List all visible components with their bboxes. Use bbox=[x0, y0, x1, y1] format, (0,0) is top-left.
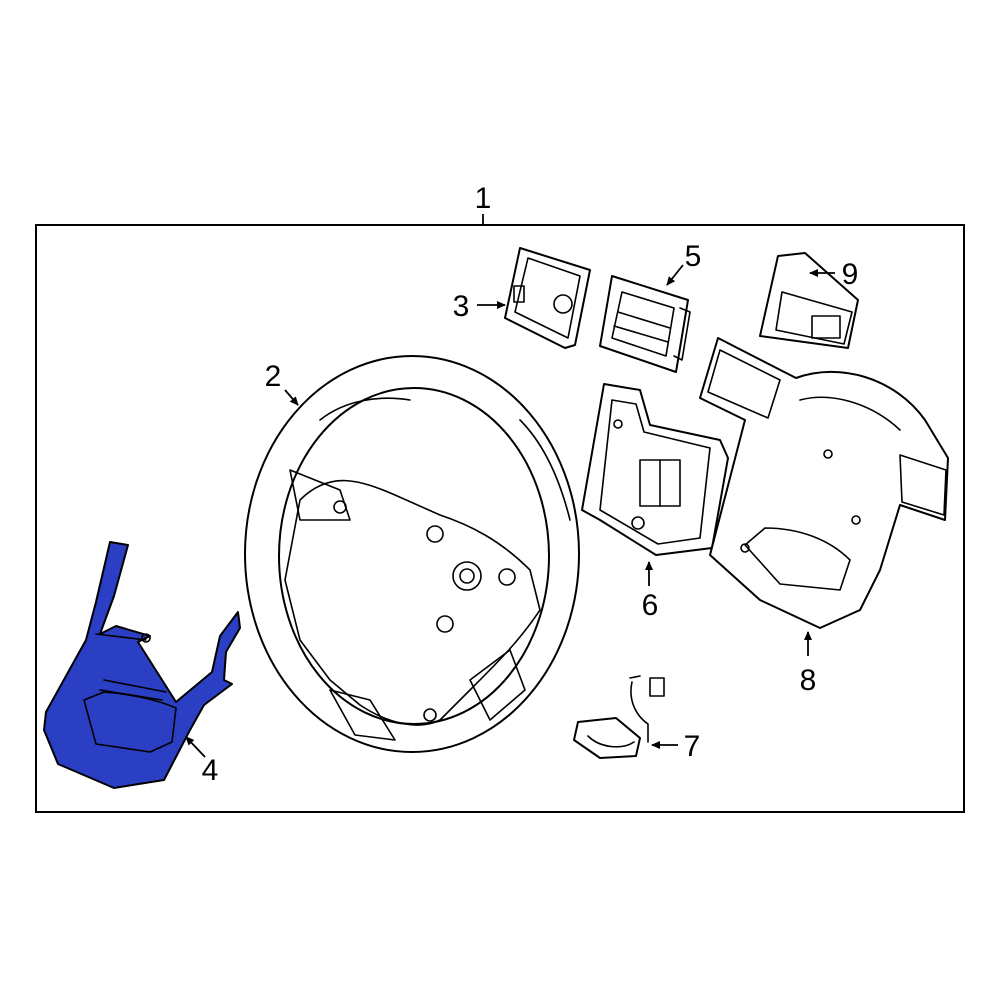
part-mounting-plate[interactable] bbox=[581, 383, 729, 556]
part-steering-wheel[interactable] bbox=[244, 355, 580, 753]
part-switch-bracket[interactable] bbox=[504, 247, 591, 349]
callout-6: 6 bbox=[642, 589, 659, 622]
callout-4: 4 bbox=[202, 754, 219, 787]
callout-5: 5 bbox=[685, 240, 702, 273]
callout-7: 7 bbox=[684, 730, 701, 763]
leader-5 bbox=[666, 264, 684, 286]
part-switch-module[interactable] bbox=[599, 275, 691, 373]
part-lower-trim-cover[interactable] bbox=[43, 541, 241, 789]
leader-4 bbox=[185, 736, 206, 758]
callout-3: 3 bbox=[453, 290, 470, 323]
callout-8: 8 bbox=[800, 664, 817, 697]
callout-2: 2 bbox=[265, 360, 282, 393]
assembly-frame bbox=[35, 224, 965, 813]
part-rear-cover[interactable] bbox=[699, 337, 949, 629]
leader-2 bbox=[284, 389, 299, 406]
callout-9: 9 bbox=[842, 258, 859, 291]
part-small-cover[interactable] bbox=[759, 252, 859, 349]
callout-1: 1 bbox=[475, 182, 492, 215]
part-wiring-harness[interactable] bbox=[573, 675, 665, 759]
